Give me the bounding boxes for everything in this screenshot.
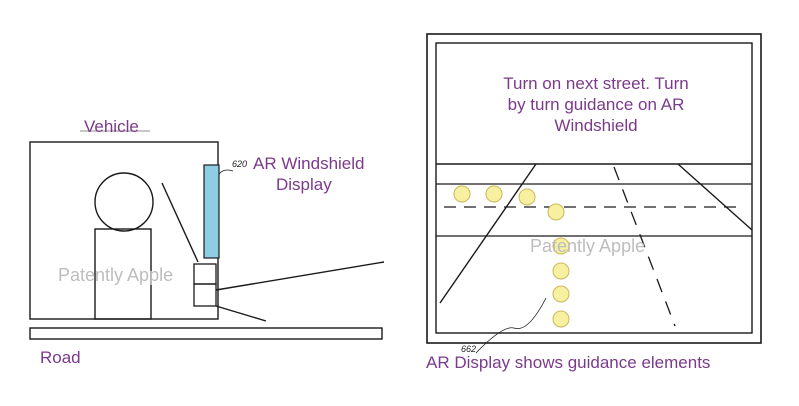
road-surface <box>29 327 383 340</box>
road-right-edge <box>677 163 753 231</box>
projector-unit-lower <box>193 283 217 307</box>
guidance-dot <box>552 237 570 255</box>
guidance-dot <box>453 185 471 203</box>
occupant-head <box>94 172 154 232</box>
road-left-edge <box>439 163 537 304</box>
ar-windshield-view <box>426 33 762 344</box>
ref-662: 662 <box>461 344 476 354</box>
projection-line-lower <box>215 305 267 322</box>
guidance-dot <box>552 262 570 280</box>
guidance-dot <box>547 203 565 221</box>
ar-windshield-label-line1: AR Windshield <box>253 154 365 173</box>
caption: AR Display shows guidance elements <box>426 353 710 372</box>
sight-line <box>161 182 199 263</box>
ref-662-leader <box>475 297 547 354</box>
vehicle-side-view <box>29 130 385 340</box>
ar-windshield-display <box>203 164 220 259</box>
projector-unit-upper <box>193 263 217 285</box>
guidance-elements <box>453 185 570 328</box>
guidance-text-line3: Windshield <box>554 116 637 135</box>
ar-windshield-label-line2: Display <box>276 175 332 194</box>
guidance-dot <box>518 188 536 206</box>
occupant-body <box>94 228 152 320</box>
watermark-left: Patently Apple <box>58 265 173 285</box>
guidance-dot <box>552 285 570 303</box>
guidance-text-line2: by turn guidance on AR <box>508 95 685 114</box>
road-label: Road <box>40 348 81 367</box>
guidance-text-line1: Turn on next street. Turn <box>503 74 689 93</box>
ref-620-leader <box>218 169 234 175</box>
vehicle-label: Vehicle <box>84 117 139 136</box>
watermark-right: Patently Apple <box>530 236 645 256</box>
windshield-outer-frame <box>426 33 762 344</box>
ref-620: 620 <box>232 159 247 169</box>
guidance-dot <box>485 185 503 203</box>
projection-line <box>215 261 385 291</box>
road-center-dashes <box>613 166 676 327</box>
windshield-inner-frame <box>435 42 753 334</box>
guidance-dot <box>552 310 570 328</box>
